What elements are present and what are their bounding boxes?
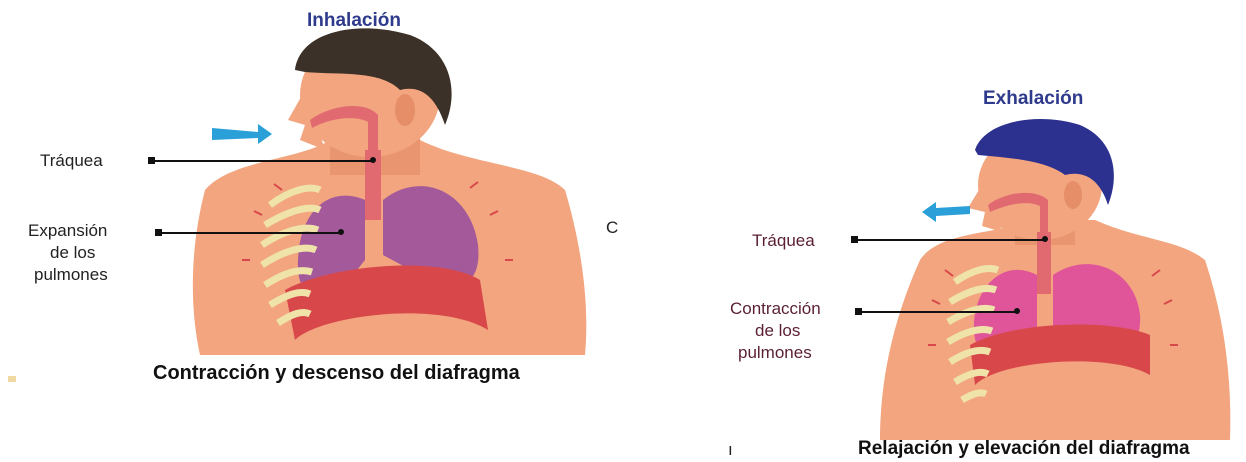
inhalation-lungs-label-line3: pulmones xyxy=(34,264,108,286)
inhalation-lungs-leader xyxy=(158,232,340,234)
inhalation-trachea-label: Tráquea xyxy=(40,150,103,172)
corner-mark xyxy=(8,376,16,382)
exhalation-title: Exhalación xyxy=(983,88,1083,110)
exhalation-lungs-label-line3: pulmones xyxy=(738,342,812,364)
exhalation-trachea-label: Tráquea xyxy=(752,230,815,252)
exhalation-lungs-label-line2: de los xyxy=(755,320,800,342)
exhalation-lungs-leader xyxy=(858,311,1016,313)
exhalation-stray-text: ı xyxy=(728,440,733,460)
inhalation-stray-text: C xyxy=(606,218,618,238)
inhalation-lungs-label-line2: de los xyxy=(50,242,95,264)
exhalation-caption: Relajación y elevación del diafragma xyxy=(858,438,1190,460)
exhale-arrow-icon xyxy=(922,202,970,222)
exhalation-trachea-leader xyxy=(854,239,1044,241)
inhalation-trachea-leader xyxy=(150,160,372,162)
inhalation-caption: Contracción y descenso del diafragma xyxy=(153,362,520,385)
inhalation-lungs-label-line1: Expansión xyxy=(28,220,107,242)
inhale-arrow-icon xyxy=(212,124,272,144)
exhalation-lungs-label-line1: Contracción xyxy=(730,298,821,320)
